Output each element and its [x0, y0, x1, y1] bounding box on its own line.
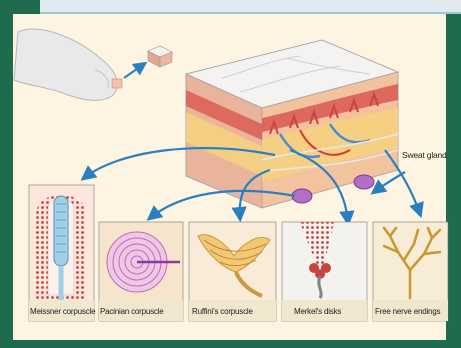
- label-pacinian: Pacinian corpuscle: [100, 307, 164, 316]
- skin-sample-small: [112, 79, 122, 88]
- label-free-nerve: Free nerve endings: [375, 307, 440, 316]
- label-merkel: Merkel's disks: [294, 307, 341, 316]
- zoom-arrow: [124, 64, 144, 78]
- finger-illustration: [14, 29, 122, 100]
- label-meissner: Meissner corpuscle: [30, 307, 95, 316]
- meissner-panel: [29, 185, 94, 321]
- label-sweat-gland: Sweat gland: [402, 150, 447, 160]
- skin-block: [186, 40, 398, 208]
- label-ruffini: Ruffini's corpuscle: [192, 307, 253, 316]
- skin-cube-small: [148, 46, 172, 67]
